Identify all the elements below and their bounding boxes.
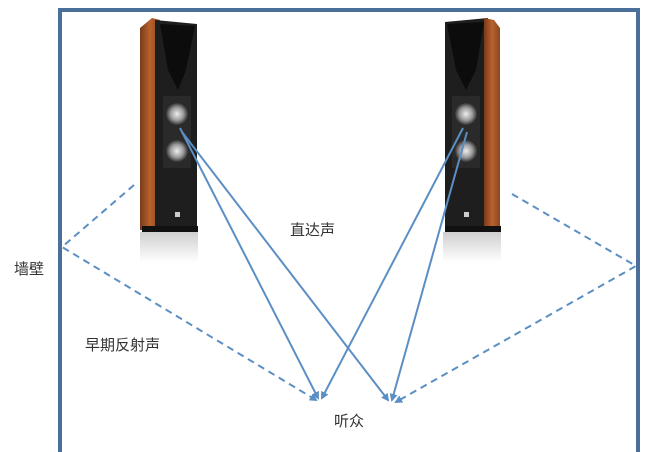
direct-path-right-to-left (321, 127, 464, 400)
reflection-path-left (60, 184, 318, 402)
direct-path-right-to-right (389, 131, 468, 402)
direct-sound-paths (179, 127, 468, 402)
listener-label: 听众 (334, 412, 365, 430)
direct-sound-label: 直达声 (290, 221, 336, 239)
right-speaker (443, 18, 501, 262)
early-reflection-paths (60, 184, 639, 403)
left-speaker (140, 18, 198, 262)
direct-path-left-to-left (179, 127, 319, 400)
wall-label: 墙壁 (14, 260, 45, 278)
room-walls (58, 8, 640, 452)
early-reflection-label: 早期反射声 (85, 336, 161, 354)
reflection-path-right (394, 193, 639, 403)
direct-path-left-to-right (181, 131, 390, 402)
